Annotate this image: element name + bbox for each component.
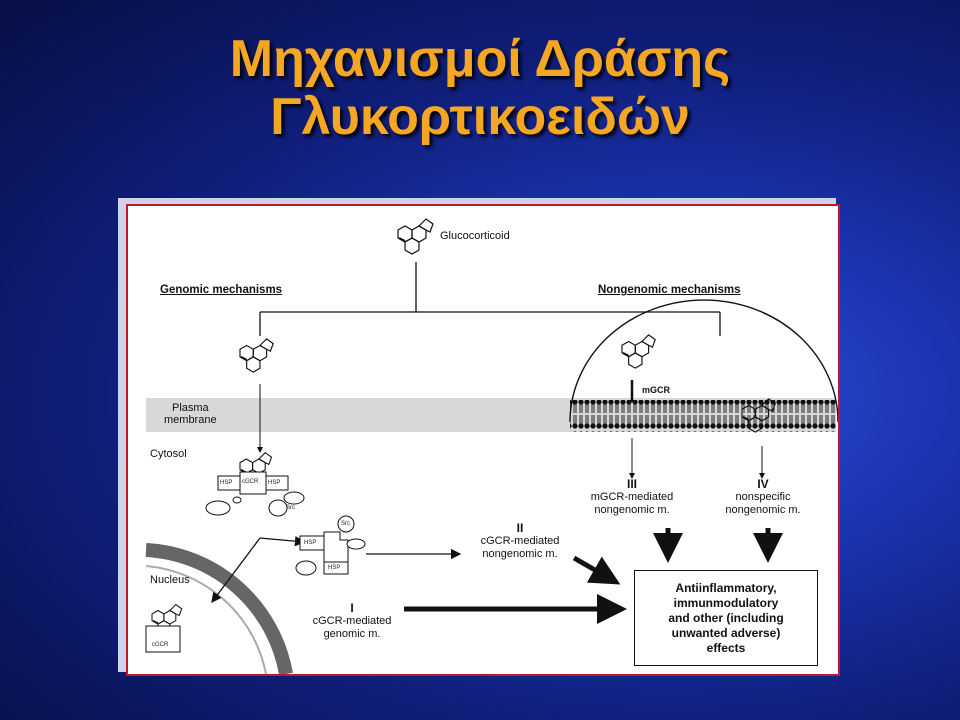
hsp-label-right: HSP [268,480,281,486]
nucleus-inner [145,565,267,674]
nongenomic-heading: Nongenomic mechanisms [598,284,741,296]
hsp-label-left: HSP [220,480,233,486]
pathway-II-arrow [572,555,621,585]
pathway-I-label: I cGCR-mediated genomic m. [312,601,392,641]
genomic-glucocorticoid-molecule [239,337,275,374]
pathway-IV-label: IV nonspecific nongenomic m. [725,477,801,517]
plasma-label-2: membrane [164,414,217,426]
cgcr-label-nucleus: cGCR [152,642,169,648]
mgcr-bound-molecule [621,333,657,370]
plasma-label-1: Plasma [172,402,209,414]
mgcr-label: mGCR [642,385,671,395]
hsp-label-complex-bottom: HSP [328,565,341,571]
glucocorticoid-molecule [397,218,434,255]
cgcr-label-cytosol: cGCR [242,479,259,485]
nucleus-envelope [145,543,293,674]
hsp-label-complex-top: HSP [304,540,317,546]
glucocorticoid-label: Glucocorticoid [440,230,510,242]
src-label-complex: Src [341,521,350,527]
genomic-heading: Genomic mechanisms [160,284,283,296]
membrane-dome [569,299,838,423]
cytosolic-receptor-complex [205,451,305,517]
title-line-2: Γλυκορτικοειδών [270,88,690,146]
cytosol-label: Cytosol [150,448,187,460]
nuclear-receptor-complex [145,603,183,653]
pathway-II-label: II cGCR-mediated nongenomic m. [480,521,560,561]
pathway-III-label: III mGCR-mediated nongenomic m. [590,477,674,517]
diagram-panel: Glucocorticoid Genomic mechanisms Nongen… [126,204,840,676]
lipid-bilayer [570,400,836,432]
src-label-cytosol: Src [286,505,295,511]
effects-box: Antiinflammatory, immunmodulatory and ot… [634,570,818,666]
cgcr-nongenomic-complex [295,515,366,576]
title-line-1: Μηχανισμοί Δράσης [229,30,731,88]
diagram-svg [145,218,838,674]
nucleus-label: Nucleus [150,574,190,586]
slide-title: Μηχανισμοί Δράσης Γλυκορτικοειδών [0,30,960,146]
